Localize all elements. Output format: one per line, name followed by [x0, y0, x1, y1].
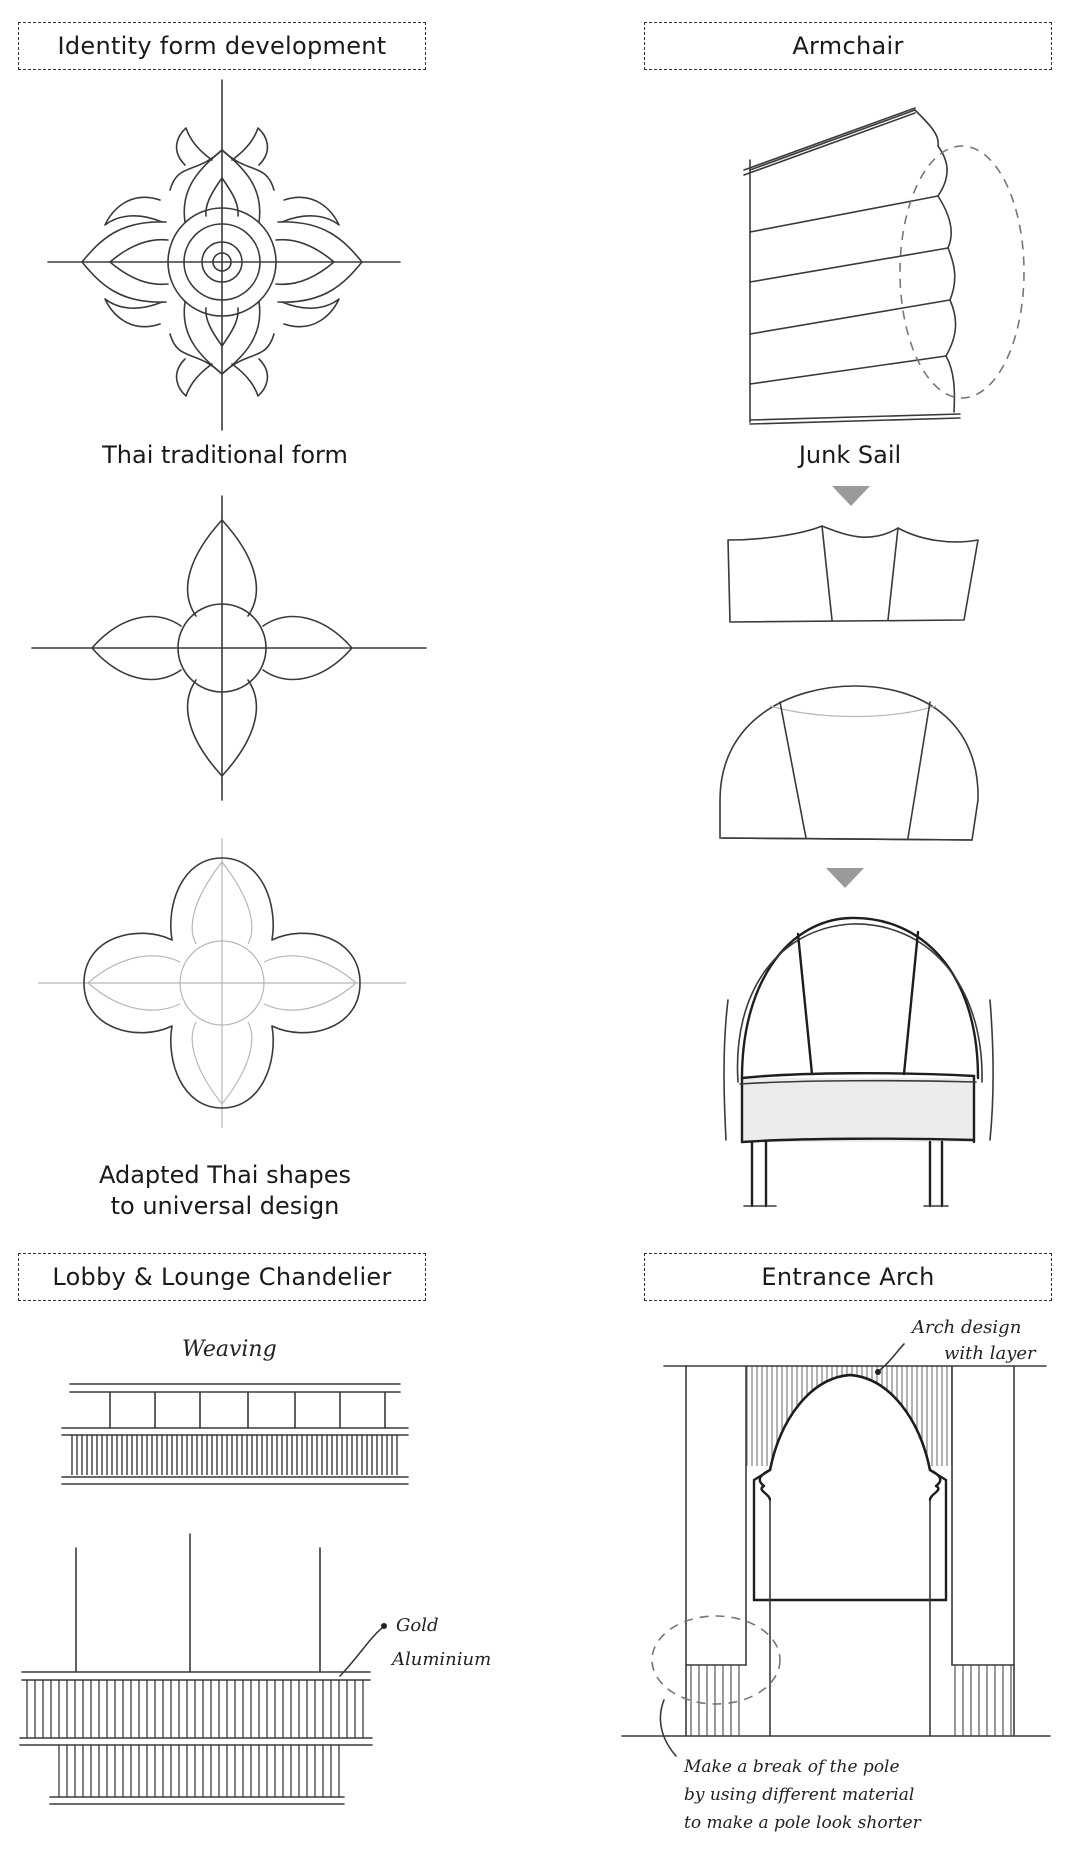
adapted-caption-line2: to universal design	[110, 1192, 340, 1220]
pole-note-line1: Make a break of the pole	[684, 1757, 900, 1777]
sail-caption: Junk Sail	[798, 441, 902, 469]
adapted-universal-shape-sketch	[38, 838, 406, 1128]
down-arrow-icon	[832, 486, 870, 506]
arch-note-line1: Arch design	[912, 1317, 1022, 1338]
thai-traditional-form-sketch	[47, 79, 401, 431]
arch-title-box: Entrance Arch	[644, 1253, 1052, 1301]
chandelier-gold-aluminium-sketch	[19, 1533, 387, 1805]
armchair-title-box: Armchair	[644, 22, 1052, 70]
adapted-caption-line1: Adapted Thai shapes	[98, 1161, 351, 1189]
chandelier-title: Lobby & Lounge Chandelier	[52, 1263, 392, 1291]
junk-sail-sketch	[743, 107, 1025, 425]
material-note-line1: Gold	[396, 1615, 439, 1636]
arch-note-line2: with layer	[944, 1343, 1036, 1364]
down-arrow-icon	[826, 868, 864, 888]
chandelier-weaving-sketch	[61, 1383, 409, 1485]
arch-title: Entrance Arch	[761, 1263, 935, 1291]
entrance-arch-sketch	[621, 1343, 1051, 1757]
traditional-form-caption: Thai traditional form	[102, 441, 348, 469]
armchair-title: Armchair	[792, 32, 904, 60]
material-note-line2: Aluminium	[392, 1649, 492, 1670]
chandelier-title-box: Lobby & Lounge Chandelier	[18, 1253, 426, 1301]
dome-panel-sketch	[719, 685, 979, 841]
weaving-note: Weaving	[182, 1337, 277, 1362]
pole-note-line3: to make a pole look shorter	[684, 1813, 921, 1833]
simplified-petal-form-sketch	[31, 495, 427, 801]
armchair-sketch	[723, 916, 994, 1208]
pole-note-line2: by using different material	[684, 1785, 915, 1805]
sail-panel-sketch	[727, 525, 979, 623]
identity-title: Identity form development	[57, 32, 387, 60]
identity-title-box: Identity form development	[18, 22, 426, 70]
